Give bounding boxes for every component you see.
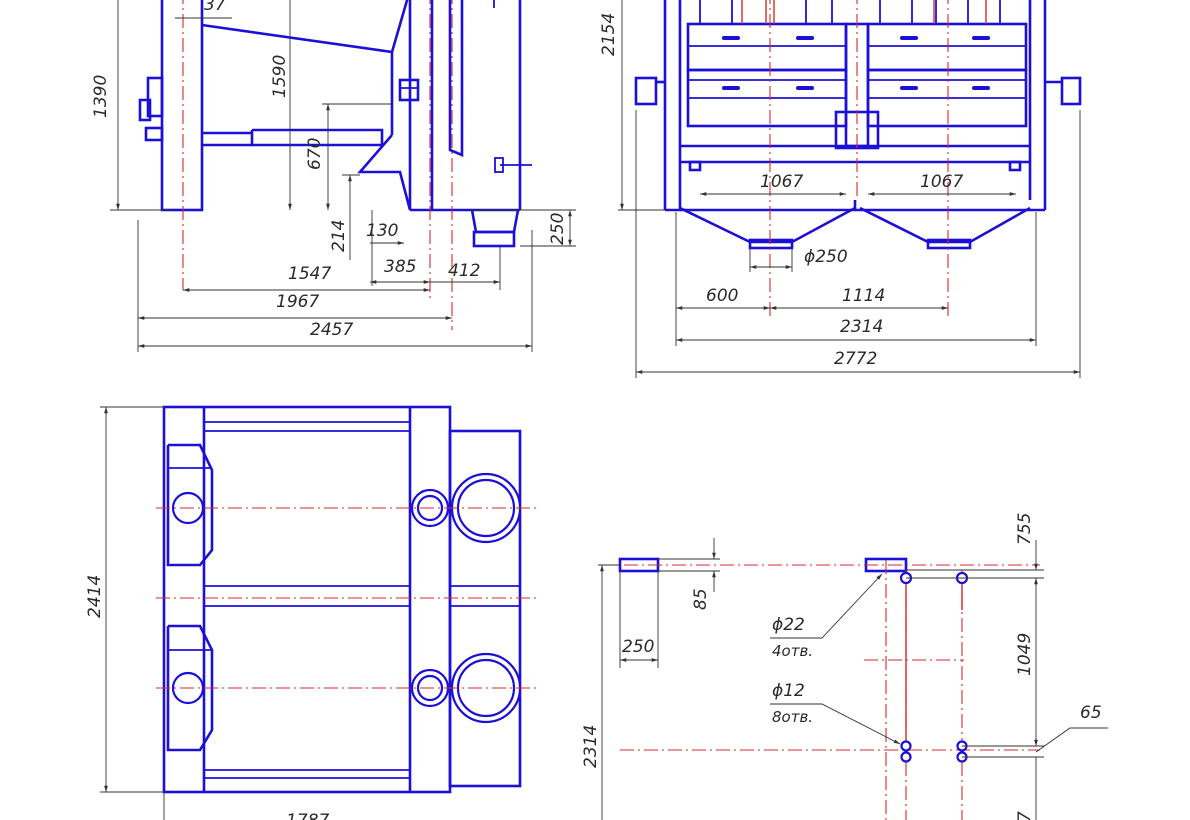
anchor-hole-12	[900, 751, 912, 763]
dim-412: 412	[448, 261, 480, 281]
dim-2314-front: 2314	[840, 317, 883, 337]
foundation-plan: 755 85 250 ϕ22 4отв. ϕ12 8отв. 1049 65 2…	[581, 513, 1108, 820]
dim-755: 755	[1015, 513, 1035, 545]
side-view: 37 1390 1590 670 214 130 250 1547 385 41…	[91, 0, 576, 352]
hole-small-count: 8отв.	[772, 708, 813, 726]
plan-view: 2414 1787	[85, 405, 536, 820]
front-view-outline	[634, 0, 1082, 250]
plan-view-axes	[156, 507, 536, 689]
side-view-outline	[138, 0, 532, 248]
side-view-labels: 37 1390 1590 670 214 130 250 1547 385 41…	[91, 0, 568, 340]
hole-small-diameter: ϕ12	[772, 681, 805, 701]
dim-65: 65	[1080, 703, 1102, 723]
plan-view-dimensions	[100, 406, 165, 820]
hole-large-count: 4отв.	[772, 642, 813, 660]
dim-250-outlet: 250	[548, 213, 568, 245]
dim-outlet-diameter: ϕ250	[804, 247, 848, 267]
dim-partial-bottom: 7	[1015, 811, 1035, 820]
dim-1049: 1049	[1015, 633, 1035, 676]
dim-2772: 2772	[834, 349, 877, 369]
side-view-dimensions	[110, 0, 576, 352]
dim-670: 670	[305, 138, 325, 170]
dim-214: 214	[329, 220, 349, 252]
foundation-axes	[600, 560, 1040, 820]
front-view-labels: 2154 1067 1067 ϕ250 600 1114 2314 2772	[599, 13, 963, 369]
dim-85: 85	[691, 588, 711, 610]
foundation-holes	[899, 571, 969, 763]
dim-385: 385	[384, 257, 416, 277]
dim-2414: 2414	[85, 575, 105, 618]
dim-600: 600	[706, 286, 738, 306]
hole-large-diameter: ϕ22	[772, 615, 805, 635]
front-view-axes	[741, 0, 987, 318]
dim-250-pad: 250	[622, 637, 654, 657]
plan-view-labels: 2414 1787	[85, 575, 329, 820]
dim-37: 37	[204, 0, 226, 15]
anchor-hole-12	[900, 740, 912, 752]
dim-2314-foundation: 2314	[581, 725, 601, 768]
dim-1067-right: 1067	[920, 172, 963, 192]
dim-1067-left: 1067	[760, 172, 803, 192]
foundation-dimensions	[598, 538, 1108, 820]
dim-2457: 2457	[310, 320, 353, 340]
dim-1114: 1114	[842, 286, 885, 306]
foundation-labels: 755 85 250 ϕ22 4отв. ϕ12 8отв. 1049 65 2…	[581, 513, 1102, 820]
dim-130: 130	[366, 221, 398, 241]
plan-view-outline	[162, 405, 522, 794]
dim-1590: 1590	[270, 55, 290, 98]
front-view: 2154 1067 1067 ϕ250 600 1114 2314 2772	[599, 0, 1082, 378]
dim-1390: 1390	[91, 75, 111, 118]
dim-1787: 1787	[286, 811, 329, 820]
side-view-axes	[182, 0, 453, 330]
dim-2154: 2154	[599, 13, 619, 56]
dim-1547: 1547	[288, 264, 331, 284]
dim-1967: 1967	[276, 292, 319, 312]
front-view-dimensions	[618, 0, 1081, 378]
